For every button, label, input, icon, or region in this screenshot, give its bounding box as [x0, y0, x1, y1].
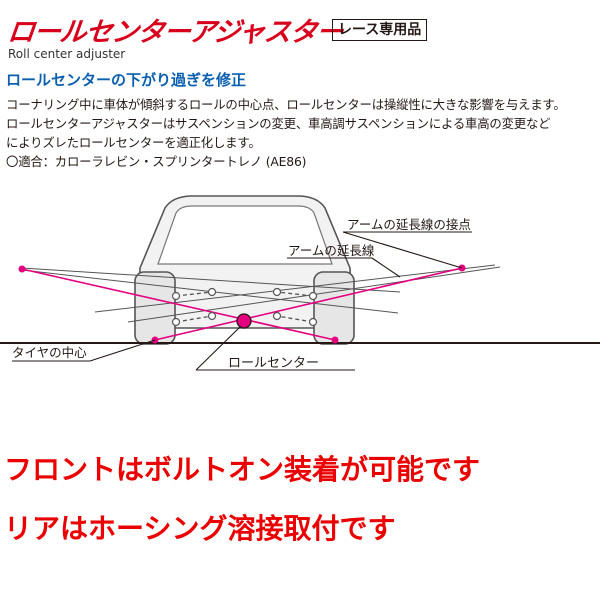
roll-center-construction-lines: [21, 267, 463, 341]
left-tire: [134, 271, 176, 345]
rear-install-note: リアはホーシング溶接取付です: [4, 512, 396, 545]
roll-center-diagram: アームの延長線の接点 アームの延長線 タイヤの中心 ロールセンター: [0, 195, 600, 371]
race-only-badge: レース専用品: [332, 19, 428, 41]
compatibility-line: 〇適合：カローラレビン・スプリンタートレノ (AE86): [6, 154, 307, 169]
right-tire: [313, 271, 355, 345]
section-heading: ロールセンターの下がり過ぎを修正: [6, 71, 247, 89]
arm-extension-label: アームの延長線: [288, 243, 375, 258]
suspension-arms: [175, 291, 314, 323]
page-title: ロールセンターアジャスター: [6, 17, 344, 48]
label-leader-lines: [12, 231, 472, 371]
joint-points: [171, 287, 318, 327]
arm-extension-contact-label: アームの延長線の接点: [347, 217, 471, 232]
roll-center-point: [236, 313, 252, 329]
description-line: コーナリング中に車体が傾斜するロールの中心点、ロールセンターは操縦性に大きな影響…: [6, 97, 566, 112]
tire-center-label: タイヤの中心: [12, 345, 87, 360]
description-line: ロールセンターアジャスターはサスペンションの変更、車高調サスペンションによる車高…: [6, 116, 551, 131]
front-install-note: フロントはボルトオン装着が可能です: [4, 453, 481, 486]
page-subtitle: Roll center adjuster: [8, 47, 126, 61]
description-line: によりズレたロールセンターを適正化します。: [6, 135, 261, 150]
instant-center-left-point: [18, 265, 26, 273]
tire-center-right-point: [331, 336, 339, 344]
car-window-outline: [157, 205, 333, 265]
roll-center-label: ロールセンター: [228, 356, 319, 371]
